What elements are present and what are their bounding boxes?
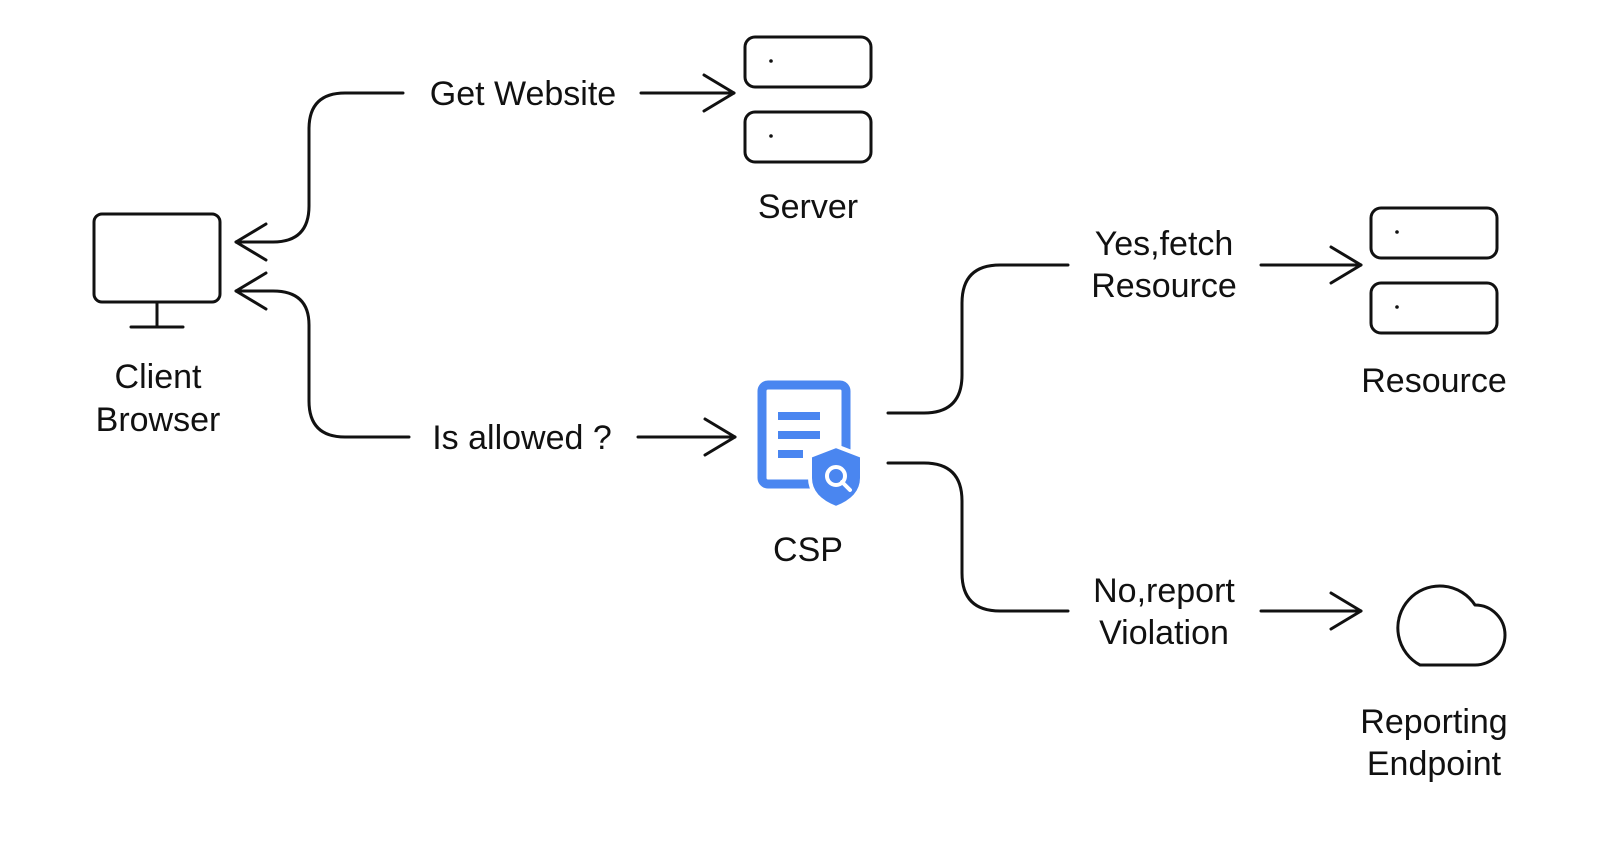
resource-node: Resource <box>1361 206 1507 400</box>
reporting-endpoint-label-line2: Endpoint <box>1367 745 1502 783</box>
edge-yes-fetch: Yes,fetch Resource <box>886 225 1363 415</box>
server-node: Server <box>743 35 873 226</box>
yes-fetch-label-line2: Resource <box>1091 267 1237 305</box>
client-browser-label-line1: Client <box>115 358 202 396</box>
server-label: Server <box>758 188 858 226</box>
edge-get-website: Get Website <box>234 73 736 262</box>
resource-label: Resource <box>1361 362 1507 400</box>
get-website-label: Get Website <box>430 75 616 113</box>
client-browser-label-line2: Browser <box>96 401 221 439</box>
arrowhead-to-client-icon <box>234 222 268 262</box>
edge-no-report: No,report Violation <box>886 461 1363 652</box>
csp-label: CSP <box>773 531 843 569</box>
no-report-label-line1: No,report <box>1093 572 1235 610</box>
arrowhead-to-server-icon <box>702 73 736 113</box>
server-icon <box>743 35 873 164</box>
arrowhead-to-csp-icon <box>703 417 737 457</box>
edge-is-allowed: Is allowed ? <box>234 271 737 457</box>
csp-node: CSP <box>757 380 864 569</box>
no-report-label-line2: Violation <box>1099 614 1229 652</box>
monitor-icon <box>92 212 222 329</box>
server-icon <box>1369 206 1499 335</box>
reporting-endpoint-node: Reporting Endpoint <box>1360 584 1508 783</box>
arrowhead-to-resource-icon <box>1329 245 1363 285</box>
client-browser-node: Client Browser <box>92 212 222 439</box>
cloud-icon <box>1396 584 1507 667</box>
arrowhead-to-reporting-icon <box>1329 591 1363 631</box>
yes-fetch-label-line1: Yes,fetch <box>1095 225 1234 263</box>
is-allowed-label: Is allowed ? <box>432 419 612 457</box>
reporting-endpoint-label-line1: Reporting <box>1360 703 1507 741</box>
arrowhead-to-client-icon <box>234 271 268 311</box>
document-shield-search-icon <box>757 380 864 511</box>
